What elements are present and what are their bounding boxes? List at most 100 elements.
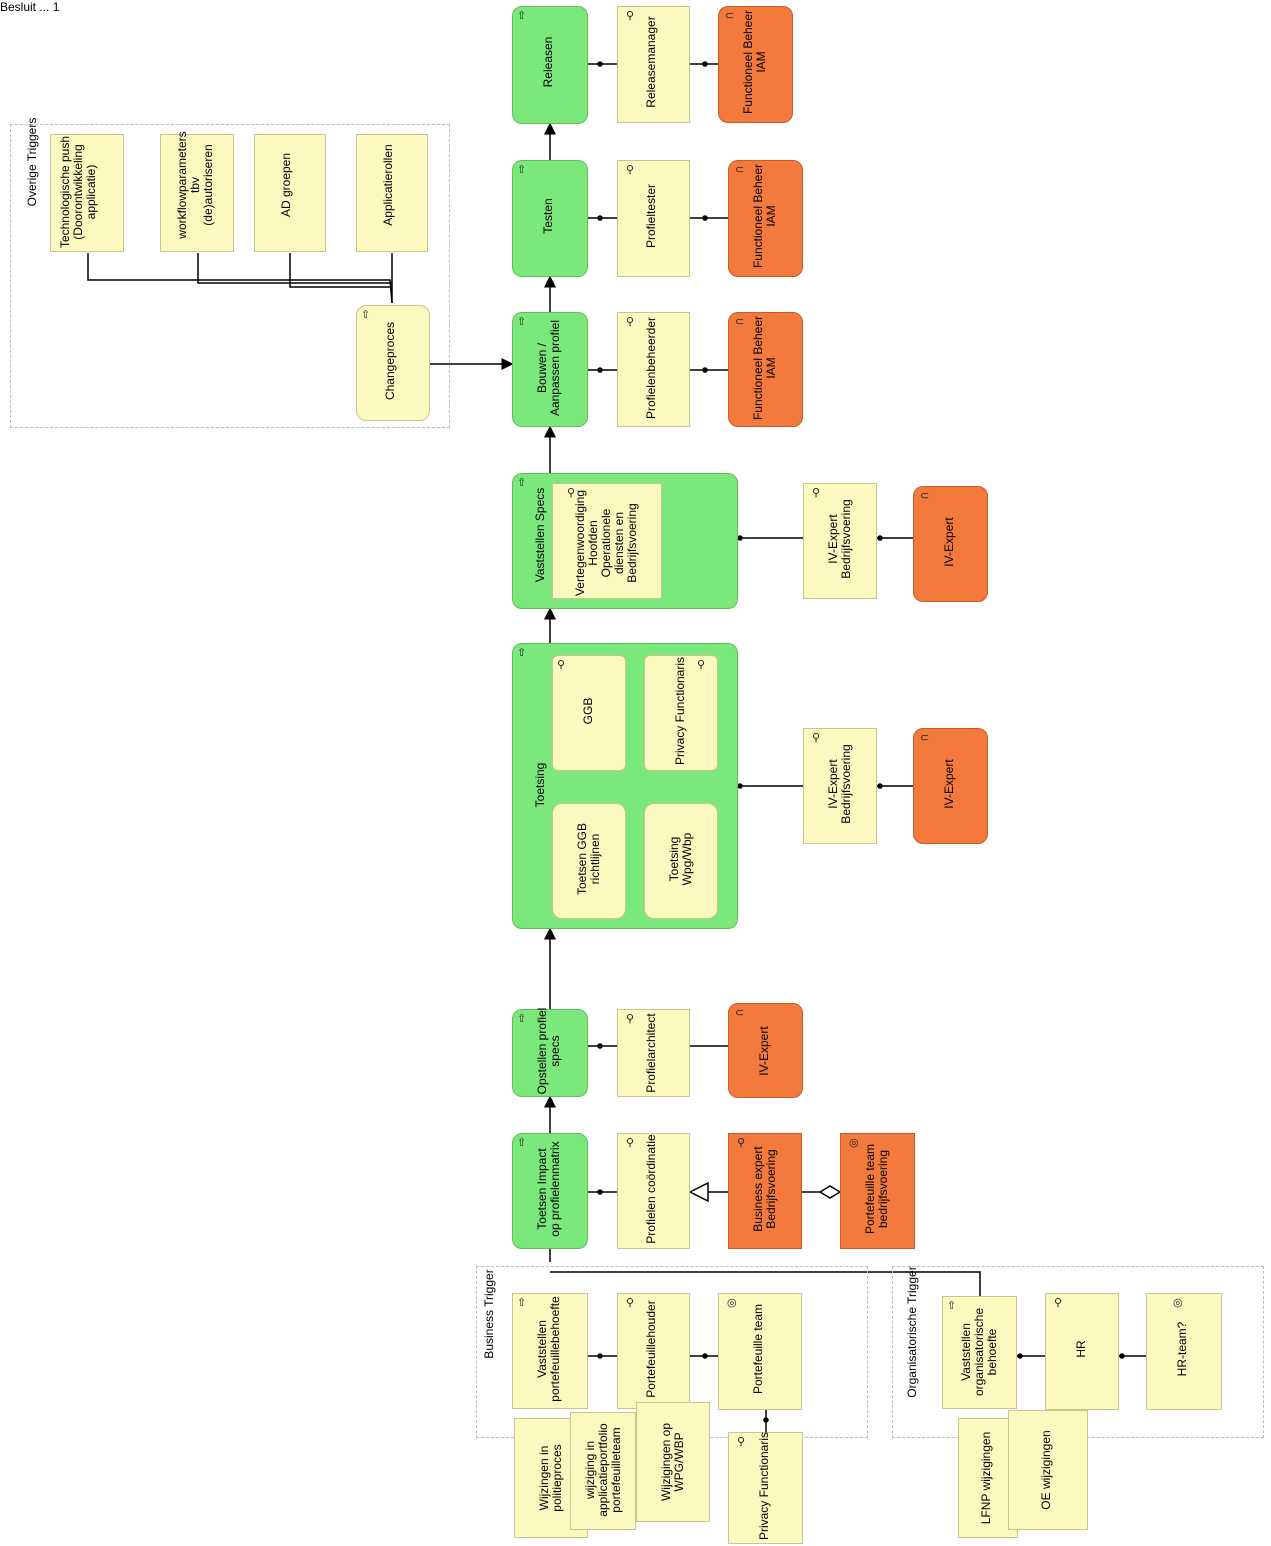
actor-hr-team[interactable]: ◎ HR-team? [1146, 1293, 1222, 1410]
trigger-wijzigingen-wpg[interactable]: Wijzigingen op WPG/WBP [636, 1402, 710, 1522]
group-icon: ◎ [849, 1137, 859, 1149]
process-arrow-icon: ⇧ [517, 10, 527, 22]
process-vaststellen-organisatorisch[interactable]: ⇧ Vaststellen organisatorische behoefte [942, 1296, 1017, 1409]
actor-label: Vertegenwoordiging Hoofden Operationele … [573, 489, 639, 597]
role-icon: ⊂ [735, 1007, 745, 1019]
actor-label: Profielen coördinatie [644, 1134, 658, 1244]
process-testen[interactable]: ⇧ Testen [512, 160, 588, 277]
role-icon: ⊂ [920, 490, 930, 502]
group-label-business: Business Trigger [482, 1269, 496, 1359]
role-icon: ⊂ [735, 164, 745, 176]
process-releasen[interactable]: ⇧ Releasen [512, 6, 588, 124]
actor-label: Releasemanager [644, 16, 658, 108]
role-functioneel-beheer-iam-2[interactable]: ⊂ Functioneel Beheer IAM [728, 160, 803, 277]
process-arrow-icon: ⇧ [517, 164, 527, 176]
actor-label: IV-Expert Bedrijfsvoering [826, 499, 853, 579]
actor-label: Portefeuillehouder [644, 1300, 658, 1398]
process-label: Toetsen Impact op profielenmatrix [535, 1141, 562, 1237]
actor-privacy-functionaris-1[interactable]: ⚲ Privacy Functionaris [644, 655, 718, 771]
role-label: Business expert Bedrijfsvoering [751, 1146, 778, 1232]
trigger-wijziging-applicatieportfolio[interactable]: wijziging in applicatieportfolio portefe… [570, 1412, 636, 1530]
role-iv-expert-2[interactable]: ⊂ IV-Expert [913, 728, 988, 844]
process-changeproces[interactable]: ⇧ Changeproces [356, 305, 430, 421]
actor-profielenbeheerder[interactable]: ⚲ Profielenbeheerder [617, 312, 690, 427]
process-label: Toetsing Wpg/Wbp [667, 832, 694, 886]
actor-label: Profieltester [644, 183, 658, 249]
role-portefeuille-team-bv[interactable]: ◎ Portefeuille team bedrijfsvoering [840, 1133, 915, 1249]
actor-label: HR [1074, 1340, 1088, 1358]
process-bouwen[interactable]: ⇧ Bouwen / Aanpassen profiel [512, 312, 588, 427]
actor-label: Portefeuille team [751, 1303, 765, 1395]
process-label: Toetsen GGB richtlijnen [575, 822, 602, 896]
process-arrow-icon: ⇧ [517, 477, 527, 489]
process-label: Changeproces [383, 321, 397, 401]
process-label: Vaststellen portefeuillebehoefte [535, 1296, 562, 1402]
actor-privacy-functionaris-2[interactable]: ⚲ Privacy Functionaris [728, 1432, 803, 1544]
actor-label: IV-Expert Bedrijfsvoering [826, 744, 853, 824]
trigger-ad-groepen[interactable]: AD groepen [254, 134, 326, 252]
role-label: IV-Expert [942, 517, 956, 567]
role-business-expert[interactable]: ⚲ Business expert Bedrijfsvoering [728, 1133, 802, 1249]
process-label: Opstellen profiel specs [535, 1007, 562, 1095]
process-label: Testen [541, 198, 555, 234]
process-arrow-icon: ⇧ [517, 316, 527, 328]
actor-vertegenwoordiging[interactable]: ⚲ Vertegenwoordiging Hoofden Operationel… [552, 483, 662, 599]
process-toetsing-wpg[interactable]: Toetsing Wpg/Wbp [644, 803, 718, 919]
trigger-workflowparameters[interactable]: workflowparameters tbv (de)autoriseren [160, 131, 234, 252]
process-arrow-icon: ⇧ [517, 1137, 527, 1149]
actor-icon: ⚲ [697, 659, 706, 671]
actor-icon: ⚲ [737, 1137, 746, 1149]
trigger-label: Technologische push (Doorontwikkeling ap… [58, 135, 98, 249]
actor-label: Privacy Functionaris [757, 1431, 771, 1541]
process-toetsen-ggb[interactable]: Toetsen GGB richtlijnen [552, 803, 626, 919]
process-label: Toetsing [533, 762, 547, 808]
role-functioneel-beheer-iam-1[interactable]: ⊂ Functioneel Beheer IAM [718, 6, 793, 123]
role-icon: ⊂ [725, 10, 735, 22]
actor-profielen-coordinatie[interactable]: ⚲ Profielen coördinatie [617, 1133, 690, 1249]
process-opstellen-specs[interactable]: ⇧ Opstellen profiel specs [512, 1008, 588, 1097]
trigger-label: Wijzingen in politieproces [537, 1444, 564, 1512]
actor-profielarchitect[interactable]: ⚲ Profielarchitect [617, 1009, 690, 1097]
role-label: IV-Expert [757, 1026, 771, 1076]
process-toetsen-impact[interactable]: ⇧ Toetsen Impact op profielenmatrix [512, 1133, 588, 1249]
actor-icon: ⚲ [557, 659, 566, 671]
role-label: IV-Expert [942, 759, 956, 809]
trigger-label: Wijzigingen op WPG/WBP [659, 1422, 686, 1502]
process-vaststellen-portefeuille[interactable]: ⇧ Vaststellen portefeuillebehoefte [512, 1293, 588, 1409]
actor-label: HR-team? [1175, 1321, 1189, 1377]
actor-iv-expert-bv-2[interactable]: ⚲ IV-Expert Bedrijfsvoering [803, 728, 877, 844]
actor-portefeuillehouder[interactable]: ⚲ Portefeuillehouder [617, 1293, 690, 1409]
actor-ggb[interactable]: ⚲ GGB [552, 655, 626, 771]
role-iv-expert-1[interactable]: ⊂ IV-Expert [913, 486, 988, 602]
role-iv-expert-3[interactable]: ⊂ IV-Expert [728, 1003, 803, 1098]
actor-label: Profielenbeheerder [644, 316, 658, 420]
actor-profieltester[interactable]: ⚲ Profieltester [617, 160, 690, 277]
trigger-technologische-push[interactable]: Technologische push (Doorontwikkeling ap… [50, 134, 124, 252]
role-label: Portefeuille team bedrijfsvoering [863, 1143, 890, 1235]
process-arrow-icon: ⇧ [517, 1297, 527, 1309]
actor-releasemanager[interactable]: ⚲ Releasemanager [617, 6, 690, 123]
trigger-applicatierollen[interactable]: Applicatierollen [356, 134, 428, 252]
role-icon: ⊂ [735, 316, 745, 328]
actor-icon: ⚲ [737, 1436, 746, 1448]
process-label: Vaststellen Specs [533, 487, 547, 583]
trigger-label: LFNP wijzigingen [979, 1431, 993, 1525]
actor-label: Privacy Functionaris [673, 656, 687, 766]
process-arrow-icon: ⇧ [947, 1300, 957, 1312]
process-arrow-icon: ⇧ [517, 1013, 527, 1025]
role-label: Functioneel Beheer IAM [751, 315, 778, 421]
actor-icon: ⚲ [626, 1013, 635, 1025]
role-functioneel-beheer-iam-3[interactable]: ⊂ Functioneel Beheer IAM [728, 312, 803, 427]
role-label: Functioneel Beheer IAM [751, 163, 778, 269]
actor-icon: ⚲ [1054, 1297, 1063, 1309]
actor-icon: ⚲ [626, 316, 635, 328]
group-label-organisatorisch: Organisatorische Trigger [905, 1266, 919, 1398]
process-label: Bouwen / Aanpassen profiel [535, 319, 562, 417]
process-arrow-icon: ⇧ [361, 309, 371, 321]
trigger-oe-wijzigingen[interactable]: OE wijzigingen [1008, 1410, 1088, 1530]
actor-portefeuille-team[interactable]: ◎ Portefeuille team [718, 1293, 802, 1410]
actor-iv-expert-bv-1[interactable]: ⚲ IV-Expert Bedrijfsvoering [803, 483, 877, 599]
top-caption: Besluit ... 1 [0, 0, 60, 14]
actor-hr[interactable]: ⚲ HR [1045, 1293, 1119, 1410]
